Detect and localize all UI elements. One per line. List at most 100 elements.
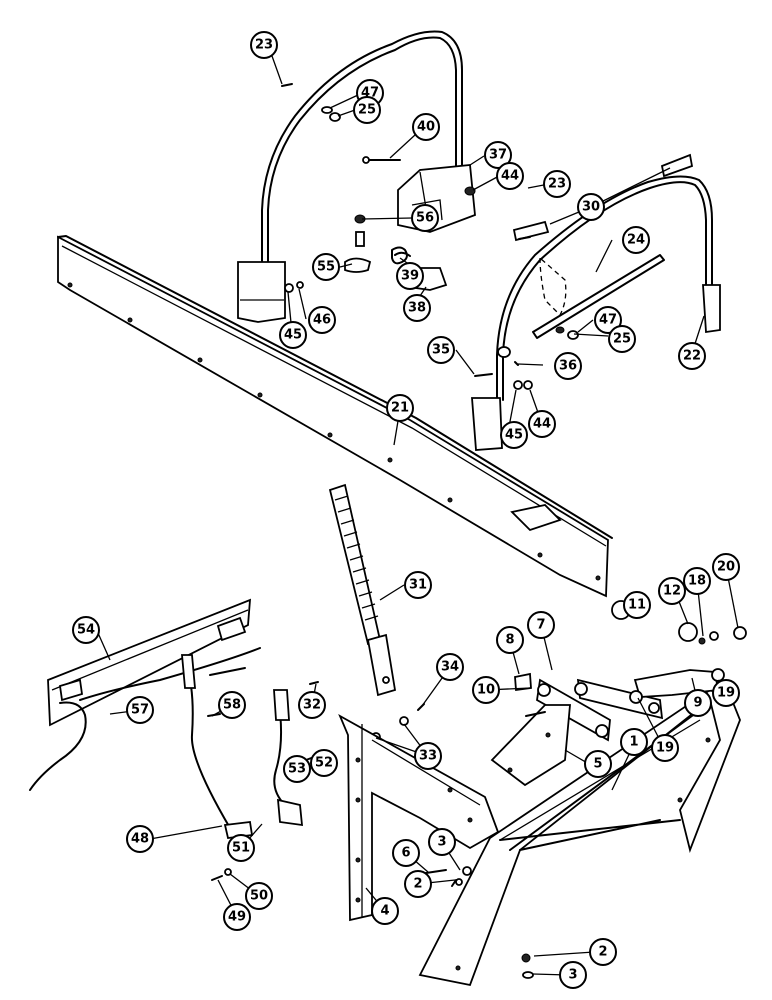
svg-text:45: 45 (505, 428, 523, 443)
svg-text:53: 53 (288, 762, 306, 777)
callout-12: 12 (658, 577, 686, 605)
svg-text:3: 3 (568, 968, 577, 983)
callout-23b: 23 (543, 170, 571, 198)
svg-text:56: 56 (416, 211, 434, 226)
callout-54: 54 (72, 616, 100, 644)
callout-32: 32 (298, 691, 326, 719)
svg-text:19: 19 (656, 741, 674, 756)
callout-9: 9 (684, 689, 712, 717)
callout-48: 48 (126, 825, 154, 853)
svg-text:57: 57 (131, 703, 149, 718)
svg-text:25: 25 (613, 332, 631, 347)
svg-text:52: 52 (315, 756, 333, 771)
svg-text:47: 47 (599, 313, 617, 328)
main-beam (57, 235, 613, 598)
callout-3a: 3 (428, 828, 456, 856)
svg-text:54: 54 (77, 623, 95, 638)
callout-56: 56 (411, 204, 439, 232)
svg-text:18: 18 (688, 574, 706, 589)
callout-58: 58 (218, 691, 246, 719)
svg-text:35: 35 (432, 343, 450, 358)
callout-23a: 23 (250, 31, 278, 59)
callout-25a: 25 (353, 96, 381, 124)
svg-text:2: 2 (413, 877, 422, 892)
callout-4: 4 (371, 897, 399, 925)
svg-text:36: 36 (559, 359, 577, 374)
svg-text:44: 44 (501, 169, 519, 184)
callout-55: 55 (312, 253, 340, 281)
svg-text:31: 31 (409, 578, 427, 593)
callout-37: 37 (484, 141, 512, 169)
svg-text:25: 25 (358, 103, 376, 118)
svg-text:50: 50 (250, 889, 268, 904)
lower-left-assembly (29, 598, 319, 881)
callout-36: 36 (554, 352, 582, 380)
callout-1: 1 (620, 728, 648, 756)
svg-text:12: 12 (663, 584, 681, 599)
callout-19b: 19 (712, 679, 740, 707)
callout-2b: 2 (589, 938, 617, 966)
svg-text:10: 10 (477, 683, 495, 698)
callout-51: 51 (227, 834, 255, 862)
callout-7: 7 (527, 611, 555, 639)
svg-text:37: 37 (489, 148, 507, 163)
callout-40: 40 (412, 113, 440, 141)
svg-text:24: 24 (627, 233, 645, 248)
svg-text:48: 48 (131, 832, 149, 847)
svg-text:5: 5 (593, 757, 602, 772)
svg-text:1: 1 (629, 735, 638, 750)
svg-text:51: 51 (232, 841, 250, 856)
svg-text:32: 32 (303, 698, 321, 713)
callout-20: 20 (712, 553, 740, 581)
svg-text:49: 49 (228, 910, 246, 925)
svg-text:45: 45 (284, 328, 302, 343)
callout-57: 57 (126, 696, 154, 724)
svg-text:46: 46 (313, 313, 331, 328)
callout-45a: 45 (279, 321, 307, 349)
callout-3b: 3 (559, 961, 587, 989)
svg-text:55: 55 (317, 260, 335, 275)
svg-text:38: 38 (408, 301, 426, 316)
callout-33: 33 (414, 742, 442, 770)
svg-text:2: 2 (598, 945, 607, 960)
callout-6: 6 (392, 839, 420, 867)
callout-38: 38 (403, 294, 431, 322)
callout-10: 10 (472, 676, 500, 704)
callout-45b: 45 (500, 421, 528, 449)
callout-18: 18 (683, 567, 711, 595)
svg-text:8: 8 (505, 633, 514, 648)
callout-5: 5 (584, 750, 612, 778)
callout-50: 50 (245, 882, 273, 910)
svg-text:58: 58 (223, 698, 241, 713)
svg-text:21: 21 (391, 401, 409, 416)
svg-text:11: 11 (628, 598, 646, 613)
lower-mount-frame (338, 713, 500, 922)
upper-left-hardware (281, 83, 476, 293)
callouts: 23 47 25 40 37 44 56 55 39 38 45 46 23 3… (72, 31, 740, 989)
svg-text:20: 20 (717, 560, 735, 575)
svg-text:4: 4 (380, 904, 389, 919)
svg-text:22: 22 (683, 349, 701, 364)
callout-39: 39 (396, 262, 424, 290)
svg-text:23: 23 (255, 38, 273, 53)
callout-8: 8 (496, 626, 524, 654)
svg-text:44: 44 (533, 417, 551, 432)
svg-text:33: 33 (419, 749, 437, 764)
svg-text:7: 7 (536, 618, 545, 633)
callout-34: 34 (436, 653, 464, 681)
callout-25b: 25 (608, 325, 636, 353)
callout-19a: 19 (651, 734, 679, 762)
callout-21: 21 (386, 394, 414, 422)
callout-46: 46 (308, 306, 336, 334)
callout-11: 11 (623, 591, 651, 619)
callout-31: 31 (404, 571, 432, 599)
callout-44a: 44 (496, 162, 524, 190)
callout-24: 24 (622, 226, 650, 254)
svg-text:34: 34 (441, 660, 459, 675)
svg-text:6: 6 (401, 846, 410, 861)
svg-text:19: 19 (717, 686, 735, 701)
callout-30: 30 (577, 193, 605, 221)
callout-52: 52 (310, 749, 338, 777)
callout-44b: 44 (528, 410, 556, 438)
